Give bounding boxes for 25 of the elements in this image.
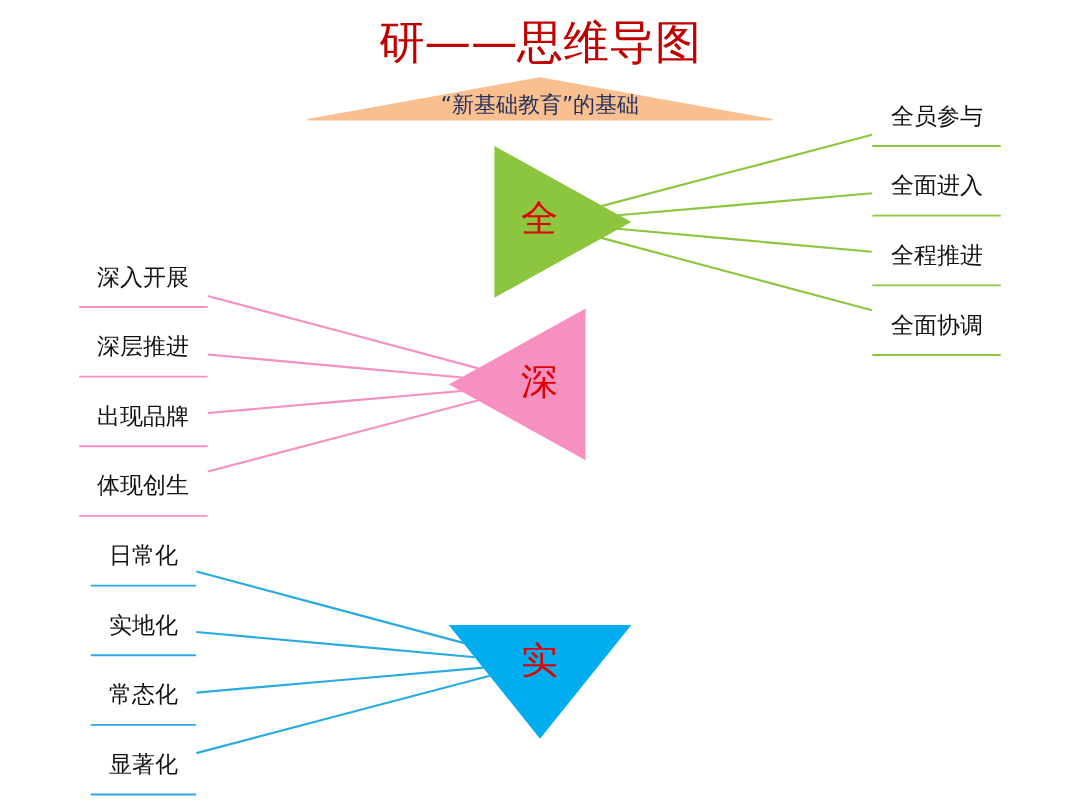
- node-text: 体现创生: [97, 471, 190, 499]
- node-text: 全员参与: [890, 101, 983, 129]
- connector: [196, 666, 484, 694]
- node-text: 全程推进: [890, 240, 983, 268]
- connector: [601, 133, 873, 208]
- node-text: 深入开展: [97, 262, 190, 290]
- node-text: 出现品牌: [97, 401, 190, 429]
- node-text: 深层推进: [97, 332, 190, 360]
- node-text: 全面协调: [890, 310, 983, 338]
- node-text: 全面进入: [890, 171, 983, 199]
- node-text: 日常化: [108, 541, 178, 569]
- connector: [601, 236, 873, 312]
- node-text: 显著化: [108, 750, 178, 778]
- node-text: 常态化: [108, 680, 178, 708]
- connector: [196, 570, 465, 645]
- connector: [196, 674, 491, 755]
- connector: [207, 294, 479, 370]
- connector: [207, 389, 462, 415]
- connector: [617, 227, 872, 253]
- connector: [207, 353, 463, 379]
- connector: [196, 630, 476, 659]
- node-text: 实地化: [108, 610, 178, 638]
- connector: [617, 192, 872, 217]
- connector: [207, 399, 479, 473]
- diagram-title: 研——思维导图: [378, 14, 702, 69]
